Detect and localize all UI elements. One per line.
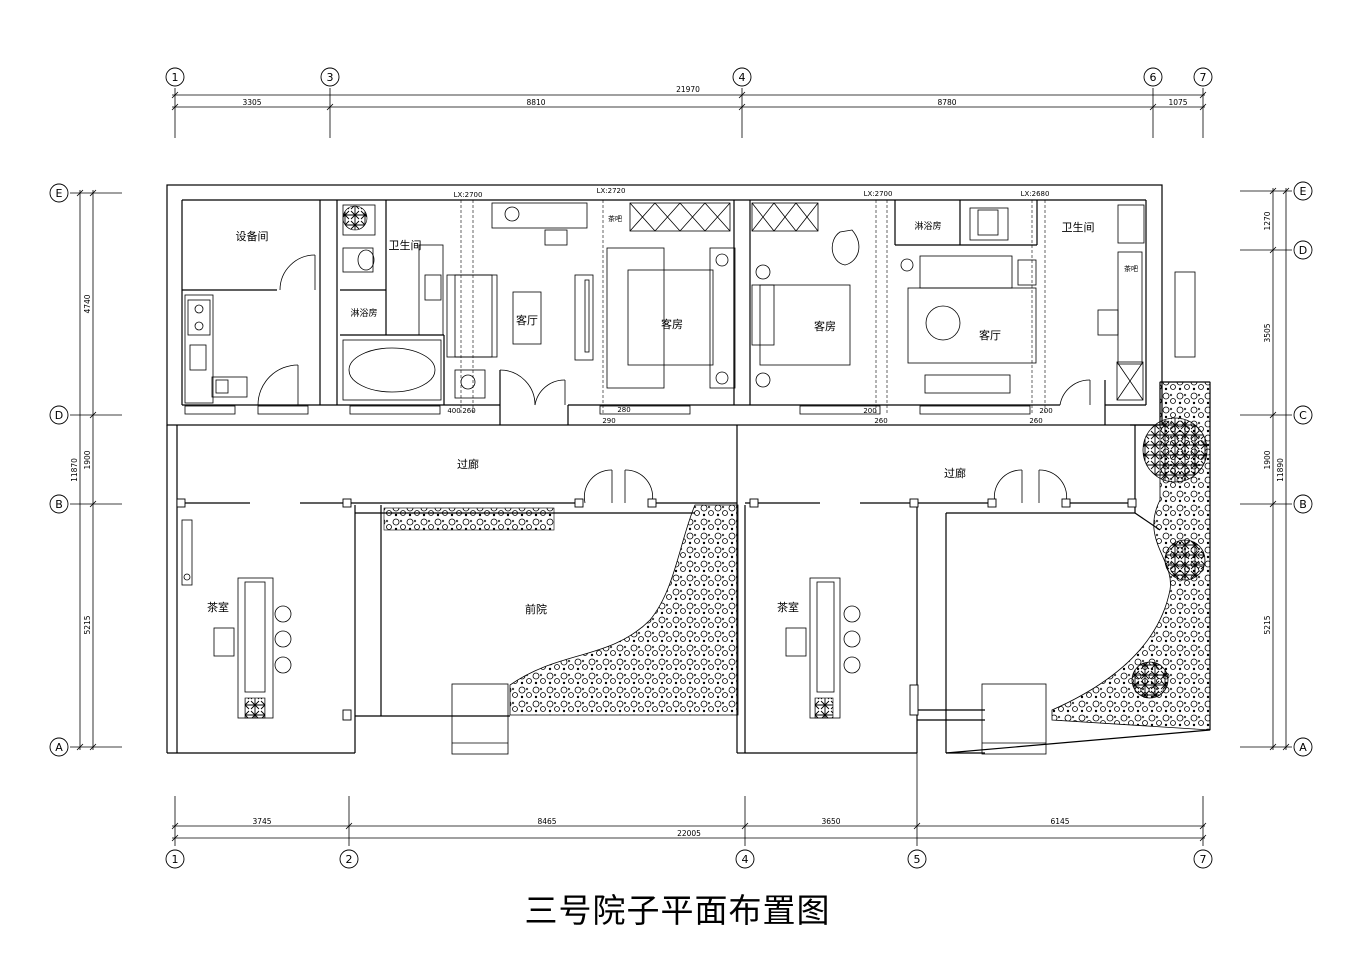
label-tea-bar-2: 茶吧	[1124, 264, 1138, 273]
lx-label-4: LX:2680	[1021, 190, 1050, 198]
axis-top-6: 6	[1150, 71, 1157, 84]
label-corridor-1: 过廊	[457, 457, 479, 471]
small-dim-3: 280	[617, 406, 630, 414]
label-bathroom-2: 卫生间	[1062, 220, 1095, 234]
label-living-2: 客厅	[979, 328, 1001, 342]
axis-left-e: E	[56, 187, 63, 200]
label-guest-room-1: 客房	[661, 317, 683, 331]
axis-top-1: 1	[172, 71, 179, 84]
label-bathroom-1: 卫生间	[389, 238, 422, 252]
axis-left-a: A	[55, 741, 63, 754]
axis-bottom-2: 2	[346, 853, 353, 866]
top-dim-3: 8780	[937, 98, 956, 107]
axis-bottom-1: 1	[172, 853, 179, 866]
axis-left-b: B	[55, 498, 63, 511]
axis-right-b: B	[1299, 498, 1307, 511]
left-dim-1: 4740	[83, 294, 92, 313]
lx-label-2: LX:2720	[597, 187, 626, 195]
axis-left-d: D	[55, 409, 63, 422]
bottom-axis-bubbles	[165, 849, 1213, 869]
left-dim-2: 1900	[83, 450, 92, 469]
left-axis-bubbles	[49, 183, 69, 757]
bottom-dim-4: 6145	[1050, 817, 1069, 826]
axis-top-3: 3	[327, 71, 334, 84]
right-dim-1: 1270	[1263, 211, 1272, 230]
top-dim-total: 21970	[676, 85, 700, 94]
label-guest-room-2: 客房	[814, 319, 836, 333]
windows	[184, 202, 1196, 415]
right-dimensions	[1240, 187, 1292, 751]
drawing-title: 三号院子平面布置图	[524, 891, 831, 930]
axis-right-e: E	[1300, 185, 1307, 198]
left-dim-3: 5215	[83, 615, 92, 634]
axis-right-a: A	[1299, 741, 1307, 754]
small-dim-5: 200	[863, 407, 876, 415]
label-tea-room-2: 茶室	[777, 600, 799, 614]
label-shower-1: 淋浴房	[350, 307, 377, 319]
ceiling-lines	[460, 200, 1046, 415]
label-tea-room-1: 茶室	[207, 600, 229, 614]
columns	[176, 498, 1137, 721]
small-dim-6: 260	[874, 417, 887, 425]
axis-top-7: 7	[1200, 71, 1207, 84]
right-axis-bubbles	[1293, 181, 1313, 757]
axis-right-c: C	[1299, 409, 1307, 422]
small-dim-8: 260	[1029, 417, 1042, 425]
label-front-yard: 前院	[525, 602, 547, 616]
lx-label-1: LX:2700	[454, 191, 483, 199]
doors	[257, 254, 1091, 504]
axis-bottom-5: 5	[914, 853, 921, 866]
right-dim-4: 5215	[1263, 615, 1272, 634]
lx-label-3: LX:2700	[864, 190, 893, 198]
planting	[244, 205, 1211, 731]
label-corridor-2: 过廊	[944, 466, 966, 480]
right-dim-2: 3505	[1263, 323, 1272, 342]
label-shower-2: 淋浴房	[914, 220, 941, 232]
left-dimensions	[70, 189, 122, 751]
axis-bottom-4: 4	[742, 853, 749, 866]
top-dim-4: 1075	[1168, 98, 1187, 107]
top-dimensions	[171, 88, 1207, 138]
top-dim-1: 3305	[242, 98, 261, 107]
left-dim-total: 11870	[70, 458, 79, 482]
bottom-dimensions	[171, 750, 1207, 846]
top-axis-bubbles	[165, 67, 1213, 87]
small-dim-1: 400	[447, 407, 460, 415]
right-dim-3: 1900	[1263, 450, 1272, 469]
small-dim-2: 260	[462, 407, 475, 415]
bottom-dim-2: 8465	[537, 817, 556, 826]
axis-right-d: D	[1299, 244, 1307, 257]
bottom-dim-total: 22005	[677, 829, 701, 838]
small-dim-7: 200	[1039, 407, 1052, 415]
label-equipment-room: 设备间	[236, 229, 269, 243]
bottom-dim-1: 3745	[252, 817, 271, 826]
label-tea-bar-1: 茶吧	[608, 214, 622, 223]
axis-top-4: 4	[739, 71, 746, 84]
small-dim-4: 290	[602, 417, 615, 425]
label-living-1: 客厅	[516, 313, 538, 327]
right-dim-total: 11890	[1276, 458, 1285, 482]
bottom-dim-3: 3650	[821, 817, 840, 826]
axis-bottom-7: 7	[1200, 853, 1207, 866]
top-dim-2: 8810	[526, 98, 545, 107]
